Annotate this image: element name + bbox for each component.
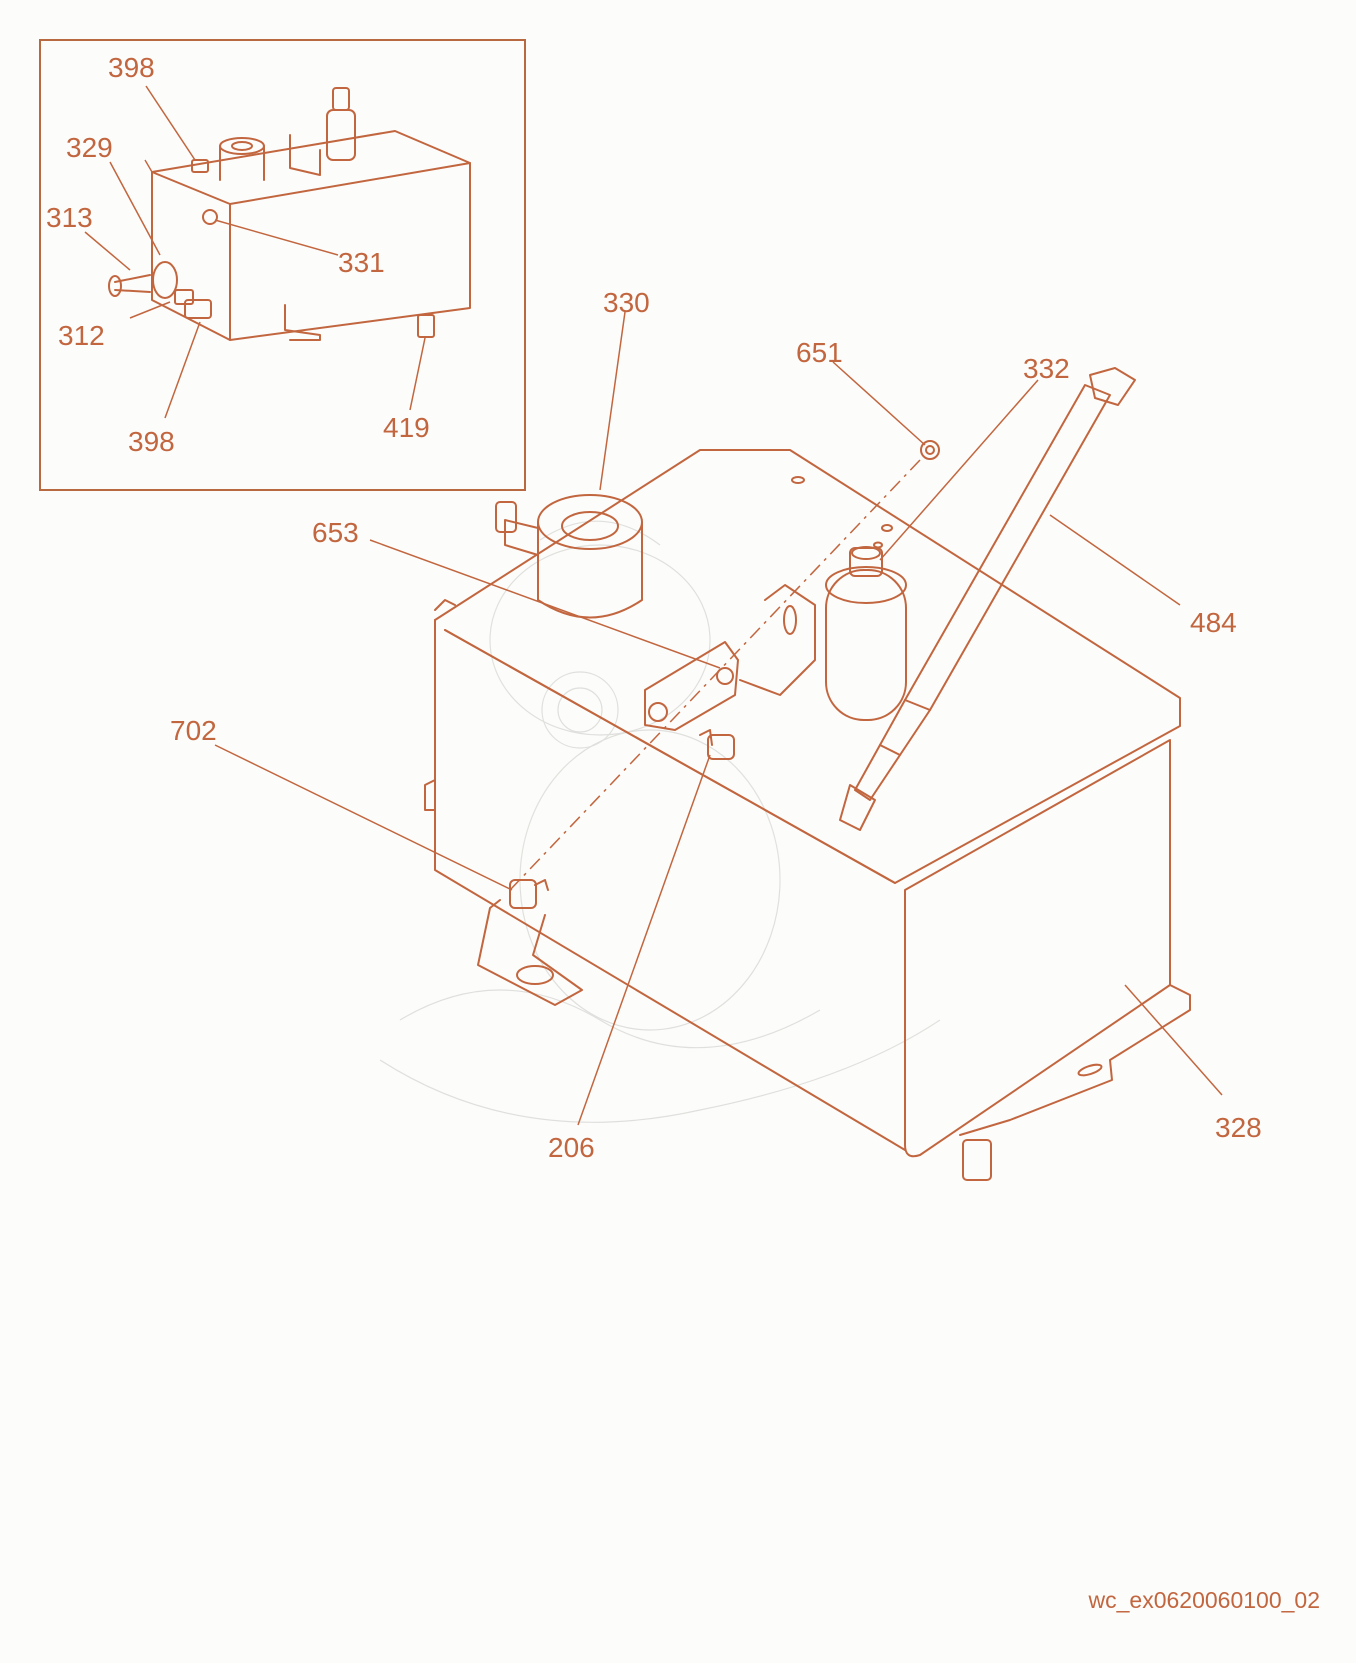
callout-653: 653 [312, 517, 359, 548]
callout-331: 331 [338, 247, 385, 278]
inset-frame [39, 39, 526, 491]
callout-312: 312 [58, 320, 105, 351]
callout-329: 329 [66, 132, 113, 163]
callout-398-top: 398 [108, 52, 155, 83]
callout-398-bottom: 398 [128, 426, 175, 457]
gas-spring [839, 367, 1136, 831]
main-leaders [214, 311, 1223, 1126]
mounting-foot [477, 899, 583, 1006]
callout-419: 419 [383, 412, 430, 443]
callout-328: 328 [1215, 1112, 1262, 1143]
callout-484: 484 [1190, 607, 1237, 638]
drawing-code: wc_ex0620060100_02 [1088, 1587, 1320, 1613]
assembly-centerline [509, 459, 921, 891]
bracket-plate [644, 584, 816, 731]
filler-neck [495, 494, 643, 619]
inset-leaders [84, 85, 426, 419]
inset-tank [108, 87, 471, 341]
callout-313: 313 [46, 202, 93, 233]
fasteners [509, 440, 940, 909]
breather-cap [825, 546, 907, 721]
callout-332: 332 [1023, 353, 1070, 384]
main-tank [424, 449, 1191, 1181]
callout-206: 206 [548, 1132, 595, 1163]
callout-702: 702 [170, 715, 217, 746]
watermark-figure [379, 520, 941, 1123]
callout-labels: 398 329 313 331 312 398 419 330 651 332 … [46, 52, 1262, 1163]
callout-330: 330 [603, 287, 650, 318]
callout-651: 651 [796, 337, 843, 368]
